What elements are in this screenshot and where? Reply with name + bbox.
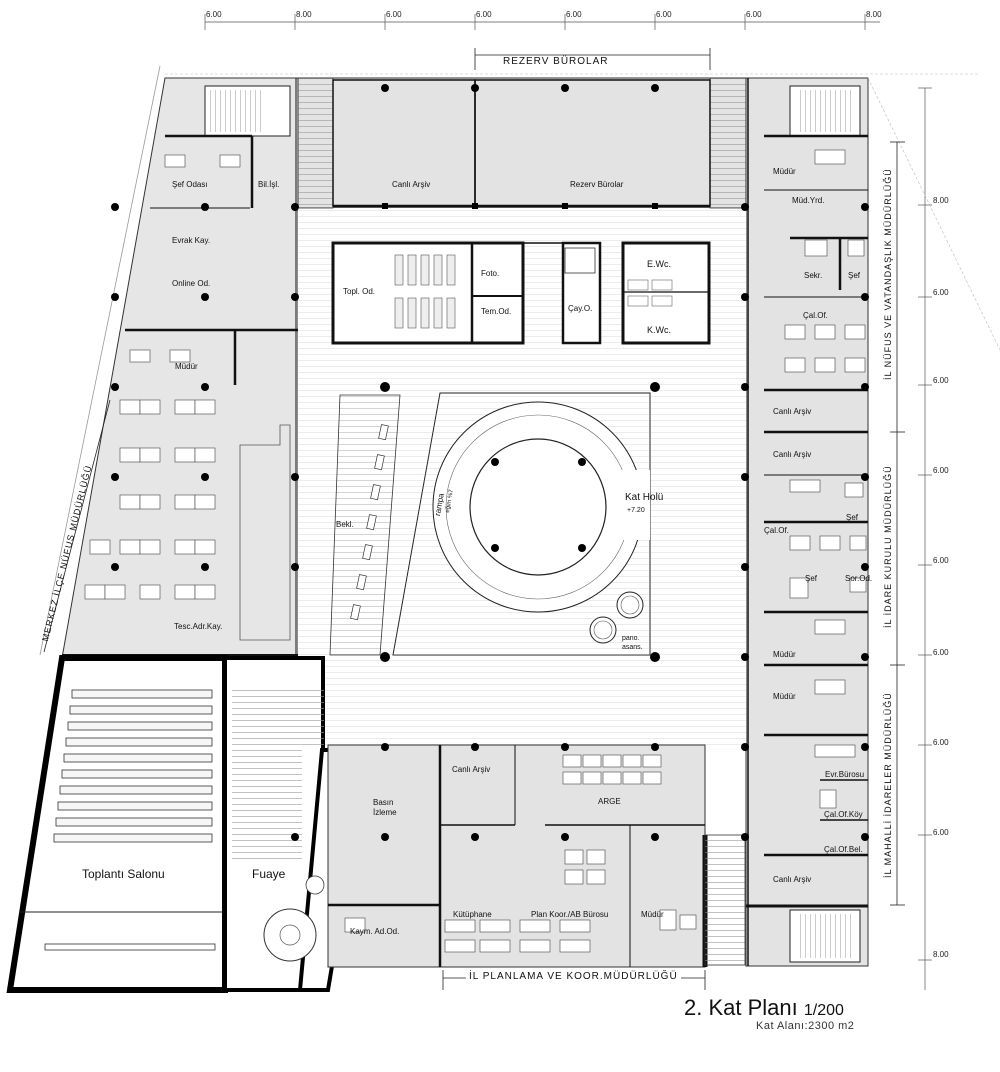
room-plan-koor: Plan Koor./AB Bürosu — [531, 910, 609, 919]
right-wing-desks — [784, 149, 867, 809]
room-cay-o: Çay.O. — [568, 304, 593, 313]
room-evrak-kay: Evrak Kay. — [172, 236, 211, 245]
room-bil-isl: Bil.İşl. — [258, 180, 280, 189]
dim-top-5: 6.00 — [566, 10, 582, 19]
dim-top-4: 6.00 — [476, 10, 492, 19]
label-kat-holu-level: +7.20 — [627, 507, 645, 514]
dim-right-4: 6.00 — [933, 466, 949, 475]
room-mudur-bottom: Müdür — [641, 910, 664, 919]
room-bekl: Bekl. — [336, 520, 354, 529]
room-r-canli-arsiv2: Canlı Arşiv — [773, 450, 812, 459]
room-canli-arsiv-bottom: Canlı Arşiv — [452, 765, 491, 774]
dim-right-5: 6.00 — [933, 556, 949, 565]
label-pano: pano. — [622, 635, 640, 642]
room-k-wc: K.Wc. — [647, 325, 671, 335]
room-tem-od: Tem.Od. — [481, 307, 512, 316]
room-mudur-left: Müdür — [175, 362, 198, 371]
dept-planlama: İL PLANLAMA VE KOOR.MÜDÜRLÜĞÜ — [466, 971, 681, 982]
room-toplanti-salonu: Toplantı Salonu — [82, 867, 165, 881]
room-basin-2: İzleme — [373, 808, 397, 817]
top-wing-fill — [297, 77, 747, 209]
hall-seating — [53, 689, 213, 843]
room-rezerv-burolar: Rezerv Bürolar — [570, 180, 624, 189]
dim-right-8: 6.00 — [933, 828, 949, 837]
room-r-sef3: Şef — [805, 574, 818, 583]
room-r-mudur2: Müdür — [773, 650, 796, 659]
room-kat-holu: Kat Holü — [625, 492, 664, 503]
stair-top-right — [709, 77, 747, 209]
room-arge: ARGE — [598, 797, 621, 806]
spiral-stair — [263, 908, 317, 962]
bottom-offices — [327, 744, 706, 968]
room-tesc-adr-kay: Tesc.Adr.Kay. — [174, 622, 223, 631]
stair-top-left — [297, 77, 334, 209]
dept-nufus-vatandaslik: İL NÜFUS VE VATANDAŞLIK MÜDÜRLÜĞÜ — [883, 168, 893, 380]
meeting-seats — [394, 254, 456, 329]
room-foto: Foto. — [481, 269, 500, 278]
grand-stair — [232, 690, 324, 750]
room-r-sekr: Sekr. — [804, 271, 823, 280]
room-r-mudur3: Müdür — [773, 692, 796, 701]
room-r-canli-arsiv1: Canlı Arşiv — [773, 407, 812, 416]
dim-top-3: 6.00 — [386, 10, 402, 19]
dim-top-7: 6.00 — [746, 10, 762, 19]
dim-right-9: 8.00 — [933, 950, 949, 959]
lower-stair-mid — [232, 750, 302, 860]
room-online-od: Online Od. — [172, 279, 211, 288]
room-r-sef2: Şef — [846, 513, 859, 522]
right-wing-walls — [746, 78, 868, 966]
top-dimension-line — [204, 14, 880, 30]
plan-title-block: 2. Kat Planı 1/200 — [684, 996, 844, 1023]
bottom-desks — [344, 754, 697, 953]
dim-right-7: 6.00 — [933, 738, 949, 747]
room-r-mud-yrd: Müd.Yrd. — [792, 196, 825, 205]
bottom-right-stair — [704, 834, 746, 966]
dept-mahalli-idareler: İL MAHALLİ İDARELER MÜDÜRLÜĞÜ — [883, 692, 893, 878]
dim-right-6: 6.00 — [933, 648, 949, 657]
dim-right-3: 6.00 — [933, 376, 949, 385]
room-r-sef1: Şef — [848, 271, 861, 280]
central-block-wc — [621, 241, 711, 345]
plan-area: Kat Alanı:2300 m2 — [756, 1020, 855, 1032]
room-e-wc: E.Wc. — [647, 259, 671, 269]
right-dimension-line — [918, 87, 932, 990]
ramp-void — [469, 438, 607, 576]
dim-top-6: 6.00 — [656, 10, 672, 19]
columns — [111, 84, 869, 841]
room-basin-1: Basın — [373, 798, 394, 807]
plan-scale: 1/200 — [803, 1002, 844, 1019]
room-r-evr-burosu: Evr.Bürosu — [825, 770, 865, 779]
left-counter — [239, 424, 291, 641]
top-rooms — [332, 79, 711, 208]
waiting-seats — [350, 424, 389, 621]
room-r-sor-od: Sor.Od. — [845, 574, 873, 583]
dim-top-2: 8.00 — [296, 10, 312, 19]
room-r-canli-arsiv3: Canlı Arşiv — [773, 875, 812, 884]
dim-right-2: 6.00 — [933, 288, 949, 297]
plan-title: 2. Kat Planı — [684, 995, 798, 1020]
room-r-cal-of-bel: Çal.Of.Bel. — [824, 845, 863, 854]
room-r-mudur1: Müdür — [773, 167, 796, 176]
room-topl-od: Topl. Od. — [343, 287, 376, 296]
dept-idare-kurulu: İL İDARE KURULU MÜDÜRLÜĞÜ — [883, 465, 893, 628]
dim-top-8: 8.00 — [866, 10, 882, 19]
left-wing-desks — [84, 154, 241, 600]
room-kutuphane: Kütüphane — [453, 910, 492, 919]
dim-right-1: 8.00 — [933, 196, 949, 205]
room-r-cal-of1: Çal.Of. — [803, 311, 828, 320]
label-asans: asans. — [622, 644, 643, 651]
room-kaym-ad-od: Kaym. Ad.Od. — [350, 927, 400, 936]
room-r-cal-of2: Çal.Of. — [764, 526, 789, 535]
dim-top-1: 6.00 — [206, 10, 222, 19]
room-canli-arsiv-top: Canlı Arşiv — [392, 180, 431, 189]
room-r-cal-of-koy: Çal.Of.Köy — [824, 810, 863, 819]
room-fuaye: Fuaye — [252, 867, 286, 881]
dept-rezerv: REZERV BÜROLAR — [500, 56, 612, 67]
room-sef-odasi: Şef Odası — [172, 180, 208, 189]
